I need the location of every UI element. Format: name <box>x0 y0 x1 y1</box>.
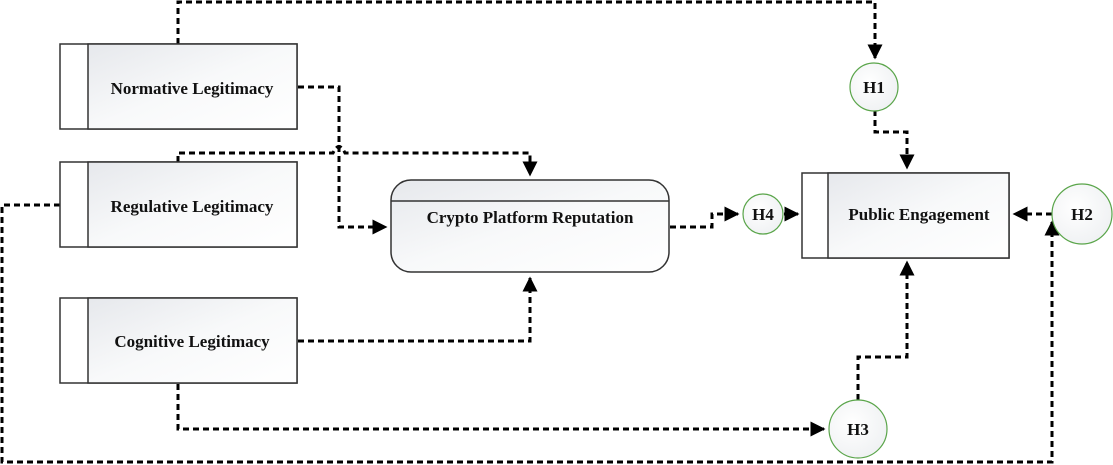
crypto-platform-reputation-box[interactable]: Crypto Platform Reputation <box>390 179 670 273</box>
regulative-legitimacy-box[interactable]: Regulative Legitimacy <box>59 161 298 248</box>
regulative-legitimacy-label: Regulative Legitimacy <box>111 197 274 216</box>
edge-h3-to-engagement <box>856 260 915 400</box>
public-engagement-label: Public Engagement <box>848 205 990 224</box>
edge-normative-to-h1 <box>176 0 883 60</box>
edge-reputation-to-h4 <box>670 206 740 229</box>
h3-label: H3 <box>847 420 869 439</box>
hypothesis-h2[interactable]: H2 <box>1051 183 1113 245</box>
h2-label: H2 <box>1071 205 1093 224</box>
edge-regulative-to-reputation <box>176 145 538 177</box>
cognitive-legitimacy-box[interactable]: Cognitive Legitimacy <box>59 297 298 384</box>
edge-h1-to-engagement <box>873 110 915 170</box>
edge-normative-to-reputation <box>298 85 388 235</box>
normative-legitimacy-label: Normative Legitimacy <box>111 79 274 98</box>
edges <box>0 0 1060 464</box>
cognitive-legitimacy-label: Cognitive Legitimacy <box>114 332 270 351</box>
hypothesis-h3[interactable]: H3 <box>828 399 888 459</box>
normative-legitimacy-box[interactable]: Normative Legitimacy <box>59 43 298 130</box>
edge-cognitive-to-h3 <box>176 384 826 437</box>
h1-label: H1 <box>863 78 885 97</box>
edge-cognitive-to-reputation <box>298 276 538 343</box>
crypto-platform-reputation-label: Crypto Platform Reputation <box>427 208 634 227</box>
hypothesis-h1[interactable]: H1 <box>849 62 899 112</box>
public-engagement-box[interactable]: Public Engagement <box>801 172 1010 259</box>
edge-regulative-to-h2 <box>0 203 1060 464</box>
h4-label: H4 <box>752 205 774 224</box>
hypothesis-h4[interactable]: H4 <box>742 193 784 235</box>
